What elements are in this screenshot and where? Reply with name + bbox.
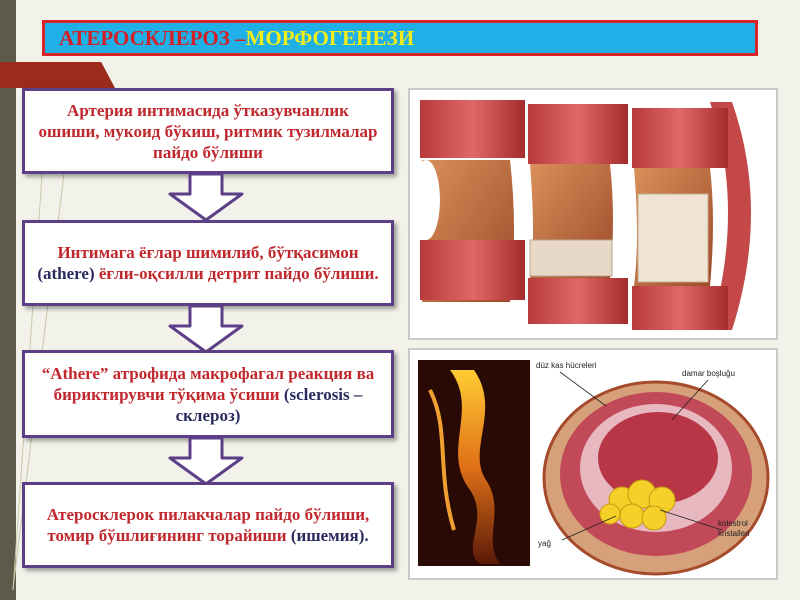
step-4-text: Атеросклерок пилакчалар пайдо бўлиши, то… — [35, 504, 381, 546]
step-1-text: Артерия интимасида ўтказувчанлик ошиши, … — [38, 100, 378, 162]
step-2-box: Интимага ёғлар шимилиб, бўтқасимон (athe… — [22, 220, 394, 306]
fat-plaque — [599, 479, 676, 531]
step-2-text-after: ёғли-оқсилли детрит пайдо бўлиши. — [94, 264, 379, 283]
step-4-box: Атеросклерок пилакчалар пайдо бўлиши, то… — [22, 482, 394, 568]
down-arrow-icon — [168, 438, 244, 486]
down-arrow-icon — [168, 306, 244, 354]
step-2-text-before: Интимага ёғлар шимилиб, бўтқасимон — [57, 243, 359, 262]
step-1-box: Артерия интимасида ўтказувчанлик ошиши, … — [22, 88, 394, 174]
label-smooth-muscle: düz kas hücreleri — [536, 361, 597, 370]
label-lumen: damar boşluğu — [682, 369, 735, 378]
down-arrow-icon — [168, 174, 244, 222]
red-accent-tab — [0, 62, 115, 88]
step-4-highlight: (ишемия). — [290, 526, 369, 545]
label-fat: yağ — [538, 539, 551, 548]
slide-title: АТЕРОСКЛЕРОЗ – МОРФОГЕНЕЗИ — [42, 20, 758, 56]
step-2-text: Интимага ёғлар шимилиб, бўтқасимон (athe… — [35, 242, 381, 284]
left-decor-bar — [0, 0, 16, 600]
artery-progression-image — [408, 88, 778, 340]
step-4-text-before: Атеросклерок пилакчалар пайдо бўлиши, то… — [46, 505, 370, 545]
step-3-box: “Athere” атрофида макрофагал реакция ва … — [22, 350, 394, 438]
title-part-morphogenesis: МОРФОГЕНЕЗИ — [245, 25, 415, 50]
step-2-highlight: (athere) — [37, 264, 95, 283]
step-3-highlight: (sclerosis – склероз) — [175, 384, 363, 425]
step-3-text: “Athere” атрофида макрофагал реакция ва … — [35, 363, 381, 426]
label-cholesterol-1: kolestrol — [718, 519, 748, 528]
artery-plaque-diagram: düz kas hücreleri damar boşluğu yağ kole… — [408, 348, 778, 580]
title-part-main: АТЕРОСКЛЕРОЗ – — [59, 25, 246, 50]
label-cholesterol-2: kristalleri — [718, 529, 750, 538]
step-3-text-before: “Athere” атрофида макрофагал реакция ва … — [41, 363, 375, 404]
